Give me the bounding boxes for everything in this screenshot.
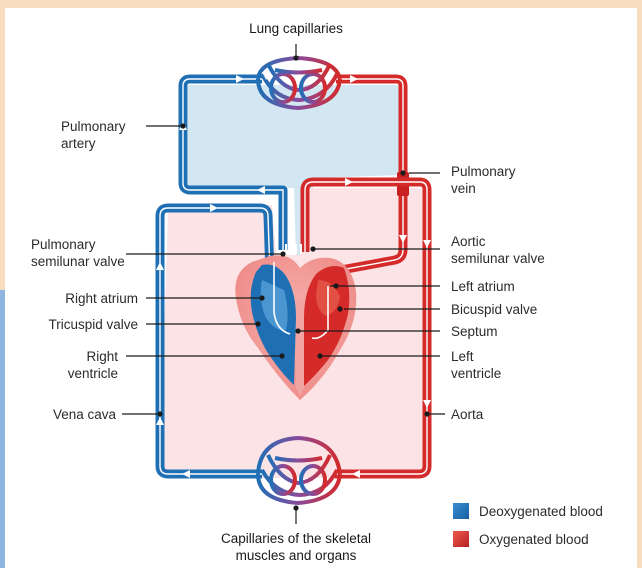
- frame-top: [0, 0, 642, 8]
- legend-deoxygenated-label: Deoxygenated blood: [479, 504, 603, 519]
- left-atrium-label: Left atrium: [451, 278, 515, 295]
- lung-capillaries: [258, 58, 340, 108]
- pulmonary-vein-label: Pulmonary vein: [451, 163, 516, 197]
- skeletal-capillaries-label: Capillaries of the skeletal muscles and …: [196, 530, 396, 564]
- legend-deoxygenated: Deoxygenated blood: [453, 503, 603, 519]
- right-atrium-label: Right atrium: [20, 290, 138, 307]
- legend-oxygenated: Oxygenated blood: [453, 531, 589, 547]
- bicuspid-valve-label: Bicuspid valve: [451, 301, 537, 318]
- pulmonary-artery-label: Pulmonary artery: [61, 118, 126, 152]
- aorta-label: Aorta: [451, 406, 483, 423]
- legend-oxygenated-label: Oxygenated blood: [479, 532, 589, 547]
- aortic-semilunar-valve-label: Aortic semilunar valve: [451, 233, 545, 267]
- septum-shape: [296, 300, 304, 396]
- deoxygenated-swatch: [453, 503, 469, 519]
- tricuspid-valve-label: Tricuspid valve: [20, 316, 138, 333]
- oxygenated-swatch: [453, 531, 469, 547]
- left-ventricle-label: Left ventricle: [451, 348, 501, 382]
- frame-right: [637, 0, 642, 568]
- right-ventricle-label: Right ventricle: [40, 348, 118, 382]
- frame-left-accent: [0, 290, 5, 568]
- pulmonary-semilunar-valve-label: Pulmonary semilunar valve: [31, 236, 125, 270]
- septum-label: Septum: [451, 323, 498, 340]
- vena-cava-label: Vena cava: [30, 406, 116, 423]
- lung-capillaries-label: Lung capillaries: [236, 20, 356, 37]
